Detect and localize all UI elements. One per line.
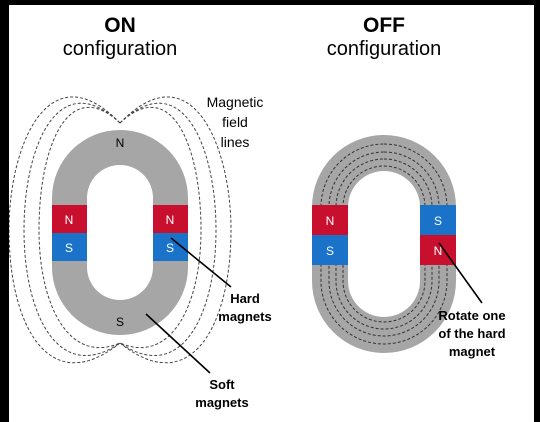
on-configuration: ON configuration N S [9,14,272,410]
magnet-diagram: ON configuration N S [9,14,506,410]
hard-magnets-label-line-2: magnets [218,309,271,324]
on-left-hard-magnet: N S [52,205,87,261]
off-right-hard-magnet [420,205,456,265]
soft-magnets-label-line-2: magnets [195,395,248,410]
magnetic-field-lines [9,96,232,364]
off-title: OFF [363,14,405,37]
field-lines-label-line-2: field [222,114,248,130]
field-lines-label-line-3: lines [221,134,250,150]
off-right-north-label: N [434,244,443,258]
on-title: ON [104,14,136,37]
off-left-hard-magnet [312,205,348,265]
on-right-south-label: S [166,241,174,255]
on-left-south-pole [52,233,87,261]
soft-magnets-pointer [145,313,211,374]
off-left-north-pole [312,205,348,235]
on-soft-iron-ring [52,130,188,335]
diagram-canvas: ON configuration N S [9,5,534,422]
off-configuration: OFF configuration N S [312,14,506,359]
on-right-north-pole [153,205,188,233]
on-left-north-pole [52,205,87,233]
rotate-pointer [438,242,483,304]
rotate-label-line-2: of the hard [438,326,505,341]
off-right-south-label: S [434,214,442,228]
rotate-label-line-1: Rotate one [438,308,505,323]
off-right-north-pole [420,235,456,265]
on-left-north-label: N [65,213,74,227]
rotate-label-line-3: magnet [449,344,496,359]
field-lines-label: Magnetic field lines [207,94,264,150]
off-subtitle: configuration [327,38,442,60]
soft-magnets-label: Soft magnets [195,377,248,410]
off-left-north-label: N [326,214,335,228]
hard-magnets-label-line-1: Hard [230,291,260,306]
off-right-south-pole [420,205,456,235]
soft-magnets-label-line-1: Soft [209,377,235,392]
on-left-south-label: S [65,241,73,255]
field-lines-label-line-1: Magnetic [207,94,264,110]
rotate-label: Rotate one of the hard magnet [438,308,505,359]
off-soft-iron-ring [312,135,456,353]
off-left-south-pole [312,235,348,265]
on-top-pole-label: N [116,136,125,150]
on-right-north-label: N [166,213,175,227]
off-left-south-label: S [326,244,334,258]
on-subtitle: configuration [63,38,178,60]
on-bottom-pole-label: S [116,315,124,329]
hard-magnets-pointer [170,237,232,288]
hard-magnets-label: Hard magnets [218,291,271,324]
on-right-hard-magnet: N S [153,205,188,261]
